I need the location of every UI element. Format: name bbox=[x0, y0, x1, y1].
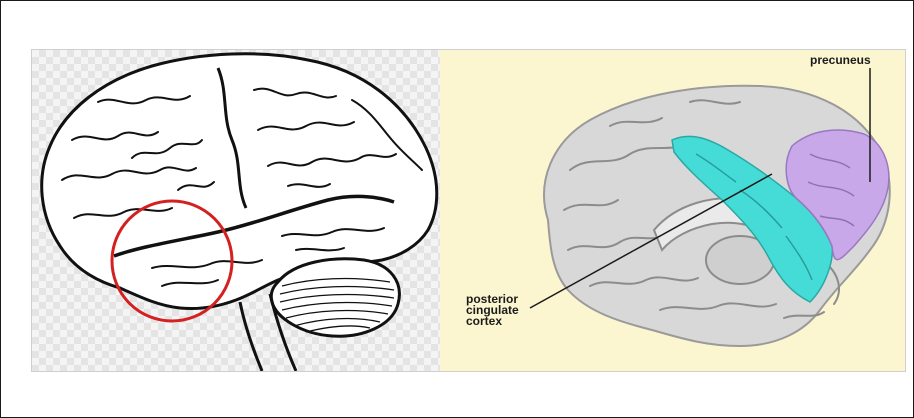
lateral-brain-panel bbox=[32, 50, 440, 371]
precuneus-label: precuneus bbox=[810, 55, 871, 66]
pcc-label-line-3: cortex bbox=[466, 316, 519, 327]
cerebellum bbox=[271, 259, 399, 336]
lateral-brain-drawing bbox=[32, 50, 440, 371]
posterior-cingulate-cortex-label: posterior cingulate cortex bbox=[466, 294, 519, 327]
brain-figure: precuneus posterior cingulate cortex bbox=[31, 49, 906, 372]
